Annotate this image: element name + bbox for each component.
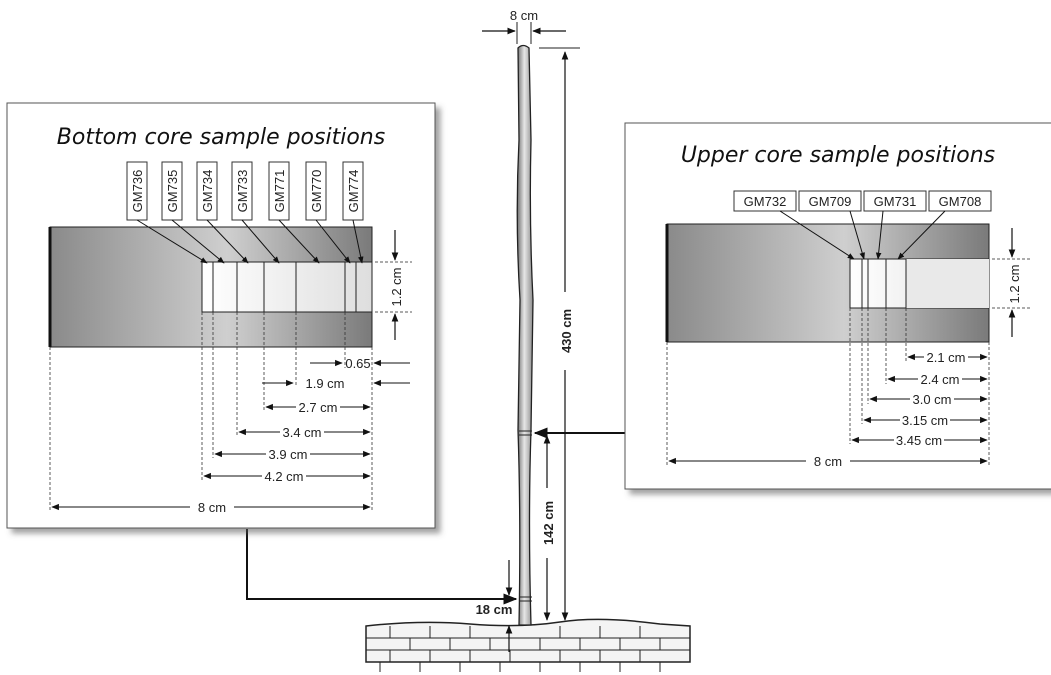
depth-dimension: 0.65: [310, 356, 410, 371]
depth-label: 1.9 cm: [305, 376, 344, 391]
depth-dimension: 3.9 cm: [214, 446, 371, 462]
brick-base: [365, 618, 691, 672]
width-dimension: 8 cm: [668, 452, 988, 470]
depth-dimension: 2.7 cm: [265, 399, 371, 415]
bottom-sample-height-dimension: 18 cm: [476, 560, 513, 652]
sample-tag-label: GM731: [874, 194, 917, 209]
depth-dimension: 3.15 cm: [863, 412, 988, 428]
upper-core-height-label: 1.2 cm: [1007, 264, 1022, 303]
sample-tag-label: GM734: [200, 170, 215, 213]
sample-tag-gm731: GM731: [863, 190, 927, 260]
bottom-panel-title: Bottom core sample positions: [57, 125, 385, 150]
pole-top-width-label: 8 cm: [510, 8, 538, 23]
width-dimension: 8 cm: [51, 498, 371, 516]
sample-tag-gm736: GM736: [126, 161, 208, 264]
upper-panel-title: Upper core sample positions: [681, 143, 995, 168]
pole-height-dimension: 430 cm: [539, 47, 580, 621]
upper-sample-tags: GM732 GM709 GM731 GM708: [733, 190, 992, 260]
bottom-depth-dimensions: 0.65 1.9 cm 2.7 cm 3.4 cm 3.9 c: [51, 356, 410, 516]
upper-core-panel: Upper core sample positions GM732 GM709: [624, 122, 1051, 490]
sample-tag-label: GM733: [235, 170, 250, 213]
depth-dimension: 4.2 cm: [203, 468, 371, 484]
sample-tag-gm734: GM734: [196, 161, 249, 264]
sample-tag-label: GM771: [272, 170, 287, 213]
depth-dimension: 2.4 cm: [887, 371, 988, 387]
sample-tag-gm733: GM733: [231, 161, 280, 264]
sample-tag-label: GM708: [939, 194, 982, 209]
sample-tag-label: GM774: [346, 170, 361, 213]
connector-bottom: [246, 529, 518, 605]
bottom-core-height-dimension: 1.2 cm: [375, 230, 412, 340]
upper-depth-dimensions: 2.1 cm 2.4 cm 3.0 cm 3.15 cm 3.45 cm: [668, 349, 988, 470]
depth-label: 4.2 cm: [264, 469, 303, 484]
depth-label: 3.9 cm: [268, 447, 307, 462]
width-label: 8 cm: [198, 500, 226, 515]
depth-label: 3.4 cm: [282, 425, 321, 440]
depth-dimension: 3.4 cm: [238, 424, 371, 440]
width-label: 8 cm: [814, 454, 842, 469]
sample-tag-gm774: GM774: [342, 161, 364, 264]
sample-tag-gm708: GM708: [897, 190, 992, 260]
upper-sample-height-dimension: 142 cm: [537, 435, 557, 621]
bottom-sample-height-label: 18 cm: [476, 602, 513, 617]
wooden-pole: [516, 44, 534, 626]
depth-label: 2.4 cm: [920, 372, 959, 387]
sample-tag-label: GM735: [165, 170, 180, 213]
sample-tag-label: GM709: [809, 194, 852, 209]
bottom-sample-tags: GM736 GM735 GM734 GM733 GM771: [126, 161, 364, 264]
bottom-core-panel: Bottom core sample positions GM736 GM735: [6, 102, 436, 529]
sample-tag-gm735: GM735: [161, 161, 225, 264]
bottom-core-height-label: 1.2 cm: [389, 267, 404, 306]
depth-dimension: 1.9 cm: [262, 374, 410, 391]
depth-label: 3.15 cm: [902, 413, 948, 428]
depth-dimension: 2.1 cm: [907, 349, 988, 365]
sample-tag-gm770: GM770: [305, 161, 351, 264]
depth-label: 3.0 cm: [912, 392, 951, 407]
sample-tag-gm771: GM771: [268, 161, 320, 264]
sample-tag-gm732: GM732: [733, 190, 855, 260]
sample-tag-label: GM770: [309, 170, 324, 213]
depth-label: 2.7 cm: [298, 400, 337, 415]
depth-label: 0.65: [345, 356, 370, 371]
pole-top-width-dimension: 8 cm: [482, 8, 566, 44]
upper-core-height-dimension: 1.2 cm: [992, 228, 1030, 337]
depth-dimension: 3.0 cm: [869, 391, 988, 407]
depth-dimension: 3.45 cm: [851, 432, 988, 448]
sample-tag-label: GM736: [130, 170, 145, 213]
sample-tag-gm709: GM709: [798, 190, 865, 260]
upper-sample-height-label: 142 cm: [541, 501, 556, 545]
pole-height-label: 430 cm: [559, 309, 574, 353]
sample-tag-label: GM732: [744, 194, 787, 209]
depth-label: 3.45 cm: [896, 433, 942, 448]
depth-label: 2.1 cm: [926, 350, 965, 365]
